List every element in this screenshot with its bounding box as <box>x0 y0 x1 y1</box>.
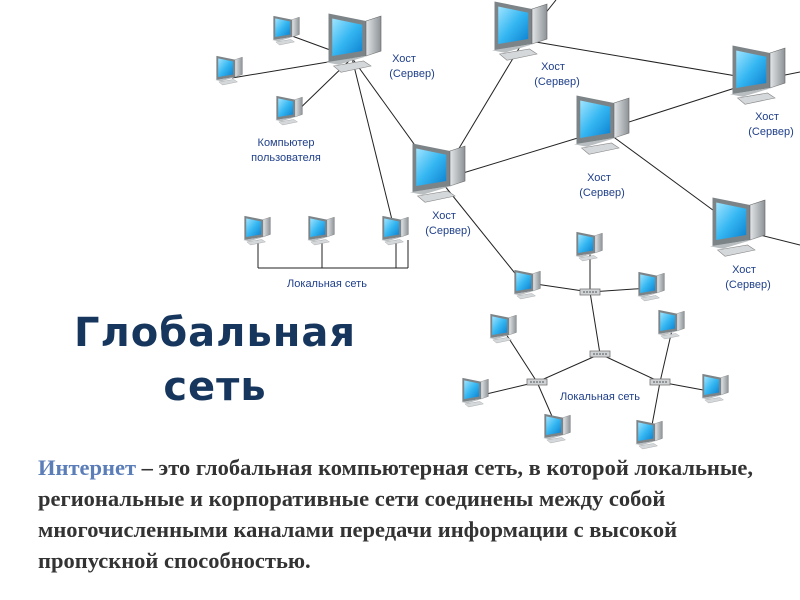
internet-keyword: Интернет <box>38 455 137 480</box>
computer-icon <box>488 313 517 344</box>
computer-icon <box>634 419 663 450</box>
hub <box>526 378 548 386</box>
user-computer-label: Компьютер пользователя <box>251 137 321 164</box>
host-label: Хост <box>432 210 456 222</box>
server-label: (Сервер) <box>389 68 434 80</box>
host-label-2: Хост (Сервер) <box>425 210 470 237</box>
server-computer-icon <box>491 0 548 61</box>
computer-icon <box>636 271 665 302</box>
internet-definition: Интернет – это глобальная компьютерная с… <box>38 452 793 576</box>
host-label: Хост <box>732 264 756 276</box>
user-computer-label-line2: пользователя <box>251 152 321 164</box>
host-label: Хост <box>541 61 565 73</box>
host-label-6: Хост (Сервер) <box>725 264 770 291</box>
computer-icon <box>214 55 243 86</box>
user-computer-label-line1: Компьютер <box>258 137 315 149</box>
server-label: (Сервер) <box>748 126 793 138</box>
local-network-label: Локальная сеть <box>287 278 367 290</box>
server-label: (Сервер) <box>425 225 470 237</box>
server-label: (Сервер) <box>579 187 624 199</box>
server-computer-icon <box>409 142 466 203</box>
computer-icon <box>656 309 685 340</box>
definition-text: – это глобальная компьютерная сеть, в ко… <box>38 455 754 573</box>
local-network-label: Локальная сеть <box>560 391 640 403</box>
computer-icon <box>380 215 409 246</box>
server-computer-icon <box>573 94 630 155</box>
host-label: Хост <box>587 172 611 184</box>
hub <box>579 288 601 296</box>
computer-icon <box>306 215 335 246</box>
host-label-3: Хост (Сервер) <box>534 61 579 88</box>
host-label: Хост <box>755 111 779 123</box>
hub <box>589 350 611 358</box>
computer-icon <box>542 413 571 444</box>
hub <box>649 378 671 386</box>
page-title-line2: сеть <box>163 364 267 410</box>
server-computer-icon <box>709 196 766 257</box>
host-label-1: Хост (Сервер) <box>389 53 434 80</box>
computer-icon <box>460 377 489 408</box>
computer-icon <box>700 373 729 404</box>
computer-icon <box>271 15 300 46</box>
page-title-line1: Глобальная <box>73 310 357 356</box>
computer-icon <box>512 269 541 300</box>
host-label-4: Хост (Сервер) <box>579 172 624 199</box>
server-computer-icon <box>729 44 786 105</box>
server-computer-icon <box>325 12 382 73</box>
host-label-5: Хост (Сервер) <box>748 111 793 138</box>
server-label: (Сервер) <box>725 279 770 291</box>
server-label: (Сервер) <box>534 76 579 88</box>
computer-icon <box>242 215 271 246</box>
host-label: Хост <box>392 53 416 65</box>
computer-icon <box>274 95 303 126</box>
computer-icon <box>574 231 603 262</box>
